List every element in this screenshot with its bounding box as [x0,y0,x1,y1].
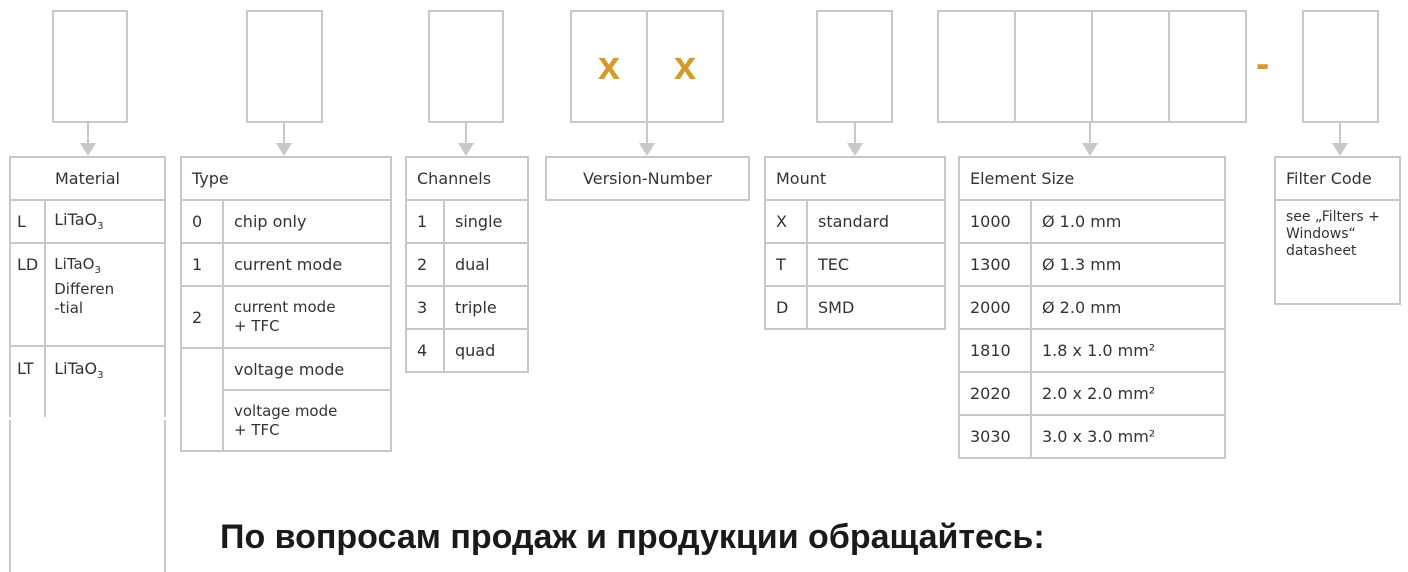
type-code-3 [180,348,224,390]
material-extra-ld: Differen-tial [54,280,115,317]
type-desc-0: chip only [222,199,392,244]
type-code-box [246,10,323,123]
filter-code-note: see „Filters + Windows“ datasheet [1274,199,1401,305]
element-size-desc-2020: 2.0 x 2.0 mm² [1030,371,1226,416]
channels-desc-4: quad [443,328,529,373]
channels-desc-2: dual [443,242,529,287]
mount-desc-x: standard [806,199,946,244]
material-name-l: LiTaO3 [44,199,166,244]
element-size-code-1810: 1810 [958,328,1032,373]
material-name-lt: LiTaO3 [44,345,166,417]
channels-code-2: 2 [405,242,445,287]
sales-contact-heading: По вопросам продаж и продукции обращайте… [220,518,1045,556]
filter-code-header: Filter Code [1274,156,1401,201]
material-code-ld: LD [8,242,47,347]
type-desc-1: current mode [222,242,392,287]
element-size-code-2020: 2020 [958,371,1032,416]
type-code-4 [180,390,224,452]
type-desc-2: current mode + TFC [222,285,392,349]
element-size-desc-1000: Ø 1.0 mm [1030,199,1226,244]
mount-code-t: T [764,242,808,287]
channels-code-3: 3 [405,285,445,330]
mount-desc-d: SMD [806,285,946,330]
type-code-0: 0 [180,199,224,244]
version-digit-1: x [597,44,621,88]
version-header: Version-Number [545,156,750,201]
element-size-header: Element Size [958,156,1226,201]
element-size-code-box-3 [1091,10,1170,123]
channels-code-1: 1 [405,199,445,244]
channels-desc-1: single [443,199,529,244]
filter-code-table: Filter Code see „Filters + Windows“ data… [1274,156,1401,305]
element-size-desc-3030: 3.0 x 3.0 mm² [1030,414,1226,459]
element-size-code-2000: 2000 [958,285,1032,330]
element-size-code-box-2 [1014,10,1093,123]
version-digit-2-box: x [646,10,724,123]
mount-header: Mount [764,156,946,201]
version-digit-1-box: x [570,10,648,123]
element-size-code-1000: 1000 [958,199,1032,244]
type-code-1: 1 [180,242,224,287]
material-code-box [52,10,128,123]
filter-code-box [1302,10,1379,123]
channels-code-4: 4 [405,328,445,373]
type-desc-4: voltage mode + TFC [222,389,392,452]
element-size-code-1300: 1300 [958,242,1032,287]
material-header: Material [9,156,166,201]
type-header: Type [180,156,392,201]
channels-desc-3: triple [443,285,529,330]
element-size-code-3030: 3030 [958,414,1032,459]
element-size-code-box-4 [1168,10,1247,123]
element-size-desc-1300: Ø 1.3 mm [1030,242,1226,287]
mount-code-x: X [764,199,808,244]
type-code-2: 2 [180,285,224,349]
separator-dash: - [1256,42,1270,86]
element-size-desc-2000: Ø 2.0 mm [1030,285,1226,330]
version-digit-2: x [673,44,697,88]
type-desc-3: voltage mode [222,347,392,391]
version-table: Version-Number [545,156,750,201]
mount-code-d: D [764,285,808,330]
material-code-l: L [8,199,47,244]
material-code-lt: LT [8,345,47,417]
mount-desc-t: TEC [806,242,946,287]
channels-code-box [428,10,504,123]
mount-code-box [816,10,893,123]
channels-header: Channels [405,156,529,201]
element-size-desc-1810: 1.8 x 1.0 mm² [1030,328,1226,373]
element-size-code-box-1 [937,10,1016,123]
